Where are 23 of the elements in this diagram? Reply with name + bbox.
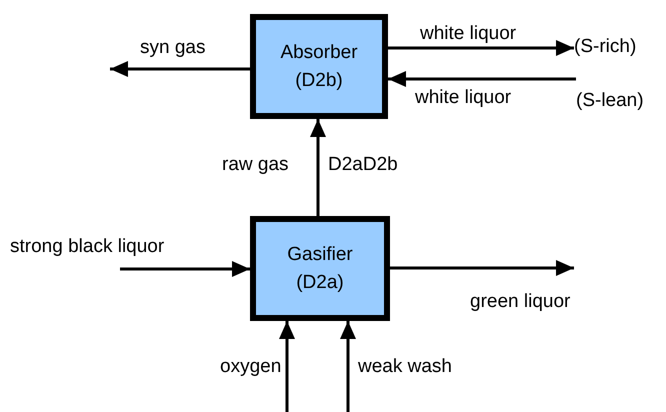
arrow xyxy=(388,40,574,56)
edge-label: white liquor xyxy=(415,86,512,110)
edge-label: weak wash xyxy=(358,355,452,379)
arrow xyxy=(310,119,326,216)
process-box xyxy=(250,14,388,119)
arrow xyxy=(388,71,576,87)
arrow xyxy=(110,61,250,77)
edge-label: raw gas xyxy=(222,153,289,177)
unit-label: Gasifier (D2a) xyxy=(286,242,354,294)
edge-label: green liquor xyxy=(470,290,570,314)
stream-label: (S-rich) xyxy=(574,35,636,59)
process-box xyxy=(250,216,390,321)
arrow xyxy=(120,261,250,277)
stream-label: (S-lean) xyxy=(576,89,644,113)
edge-label: white liquor xyxy=(420,22,516,46)
stream-code: D2aD2b xyxy=(328,153,398,177)
arrow xyxy=(390,260,574,276)
edge-label: oxygen xyxy=(220,355,282,379)
unit-label: Absorber (D2b) xyxy=(279,40,359,92)
edge-label: strong black liquor xyxy=(10,235,164,259)
arrow xyxy=(340,321,356,412)
arrow xyxy=(279,321,295,412)
edge-label: syn gas xyxy=(140,36,206,60)
